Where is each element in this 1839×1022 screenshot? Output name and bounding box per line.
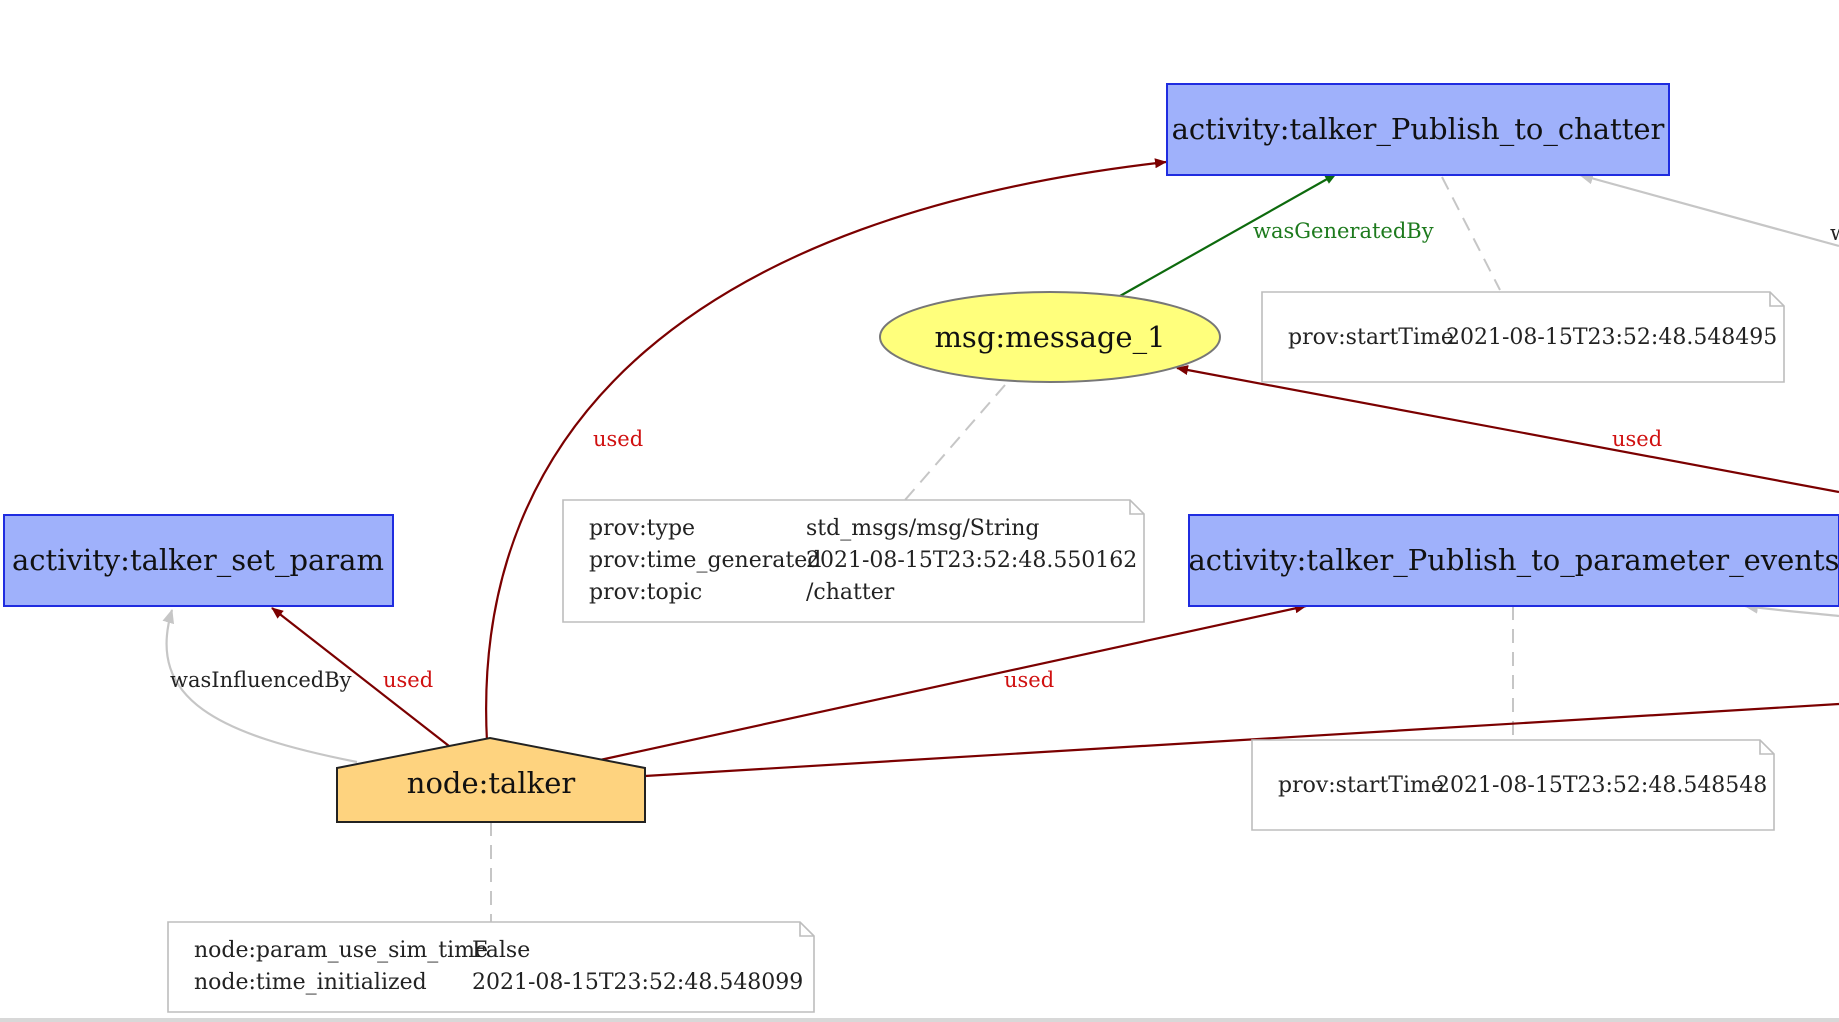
note-value: /chatter [806, 580, 895, 605]
chatter-note-connector [1441, 176, 1501, 291]
note-shape [167, 921, 815, 1013]
note-value: std_msgs/msg/String [806, 516, 1040, 541]
label-used-talker-param-events: used [1004, 668, 1054, 692]
edge-used-talker-set-param [271, 607, 450, 747]
note-value: False [472, 938, 530, 963]
edge-used-talker-param-events [599, 603, 1307, 762]
note-message: prov:type std_msgs/msg/String prov:time_… [562, 499, 1145, 623]
note-fold [799, 922, 814, 937]
note-key: prov:type [589, 516, 695, 541]
note-fold [1769, 292, 1784, 307]
note-shape [1251, 739, 1775, 831]
edge-labels: used wasGeneratedBy used wasInfluencedBy… [170, 219, 1839, 692]
edge-grey-offscreen-param [1744, 601, 1839, 618]
note-value: 2021-08-15T23:52:48.548548 [1436, 773, 1767, 798]
edge-used-message [1176, 365, 1839, 494]
note-value: 2021-08-15T23:52:48.548495 [1446, 325, 1777, 350]
annotation-connectors [490, 176, 1514, 922]
edge-used-talker-chatter [485, 158, 1167, 743]
bottom-divider [0, 1018, 1839, 1022]
rectangle-activity-icon [1166, 83, 1670, 176]
note-shape [1261, 291, 1785, 383]
edge-influenced-talker-set-param [162, 609, 358, 764]
label-used-talker-set-param: used [383, 668, 433, 692]
edge-generated-message-chatter [1119, 173, 1337, 297]
note-param-start: prov:startTime 2021-08-15T23:52:48.54854… [1251, 739, 1775, 831]
rectangle-activity-icon [3, 514, 394, 607]
node-label: activity:talker_set_param [12, 543, 384, 578]
note-shape [562, 499, 1145, 623]
label-influenced-talker-set-param: wasInfluencedBy [170, 668, 352, 692]
note-key: prov:startTime [1288, 325, 1454, 350]
ellipse-entity-icon [879, 291, 1221, 383]
node-publish-chatter[interactable]: activity:talker_Publish_to_chatter [1166, 83, 1670, 176]
note-chatter-start: prov:startTime 2021-08-15T23:52:48.54849… [1261, 291, 1785, 383]
node-label: msg:message_1 [934, 320, 1165, 355]
message-note-connector [904, 384, 1006, 501]
label-used-message: used [1612, 427, 1662, 451]
label-partial-offscreen: w [1830, 221, 1839, 245]
edge-grey-offscreen-chatter [1579, 172, 1839, 248]
note-fold [1129, 500, 1144, 515]
note-key: prov:topic [589, 580, 702, 605]
edges [162, 158, 1839, 778]
node-publish-param-events[interactable]: activity:talker_Publish_to_parameter_eve… [1188, 514, 1839, 607]
node-label: activity:talker_Publish_to_parameter_eve… [1189, 543, 1839, 578]
note-key: node:time_initialized [194, 970, 427, 995]
house-agent-icon [336, 736, 646, 823]
note-key: prov:time_generated [589, 548, 821, 573]
note-fold [1759, 740, 1774, 755]
node-label: activity:talker_Publish_to_chatter [1172, 112, 1665, 147]
note-talker: node:param_use_sim_time False node:time_… [167, 921, 815, 1013]
node-label: node:talker [407, 766, 576, 800]
node-message-1[interactable]: msg:message_1 [879, 291, 1221, 383]
rectangle-activity-icon [1188, 514, 1839, 607]
label-used-talker-chatter: used [593, 427, 643, 451]
note-key: prov:startTime [1278, 773, 1444, 798]
note-value: 2021-08-15T23:52:48.550162 [806, 548, 1137, 573]
label-generated-message-chatter: wasGeneratedBy [1253, 219, 1434, 243]
node-talker[interactable]: node:talker [336, 736, 646, 823]
node-set-param[interactable]: activity:talker_set_param [3, 514, 394, 607]
edge-talker-offscreen [644, 702, 1839, 778]
note-value: 2021-08-15T23:52:48.548099 [472, 970, 803, 995]
note-key: node:param_use_sim_time [194, 938, 488, 963]
